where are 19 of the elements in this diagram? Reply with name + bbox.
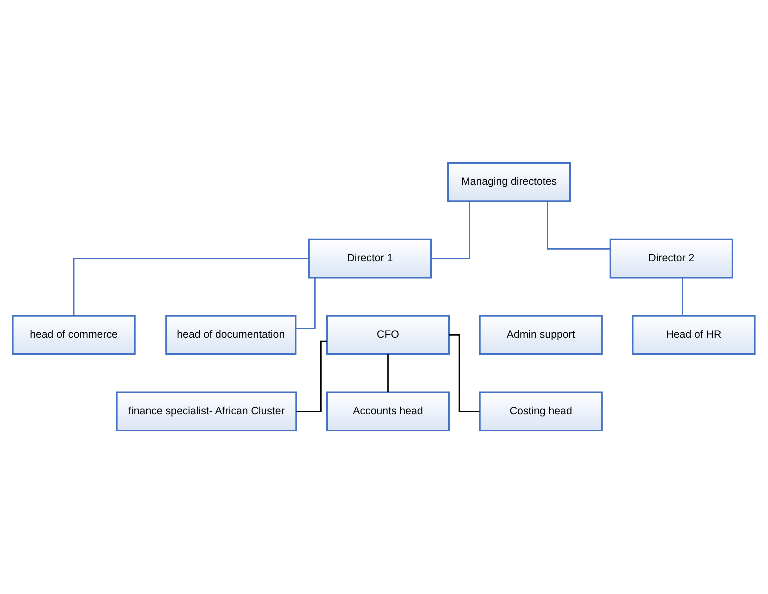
node-box: head of commerce <box>12 315 136 356</box>
node-box: Director 2 <box>610 238 734 279</box>
node-box: Director 1 <box>308 238 432 279</box>
node-box: CFO <box>326 315 450 356</box>
connector <box>73 258 309 316</box>
connector <box>296 278 316 330</box>
connector <box>388 354 389 392</box>
node-box: head of documentation <box>166 315 297 356</box>
connector <box>682 278 684 316</box>
node-box: Accounts head <box>326 392 450 432</box>
connector <box>296 340 327 412</box>
node-box: Costing head <box>479 392 603 432</box>
node-box: Head of HR <box>632 315 756 356</box>
connector <box>547 202 610 250</box>
connector <box>431 202 470 260</box>
node-box: Managing directotes <box>447 162 572 202</box>
node-box: Admin support <box>479 315 603 356</box>
node-box: finance specialist- African Cluster <box>116 392 298 432</box>
connector <box>449 334 480 412</box>
